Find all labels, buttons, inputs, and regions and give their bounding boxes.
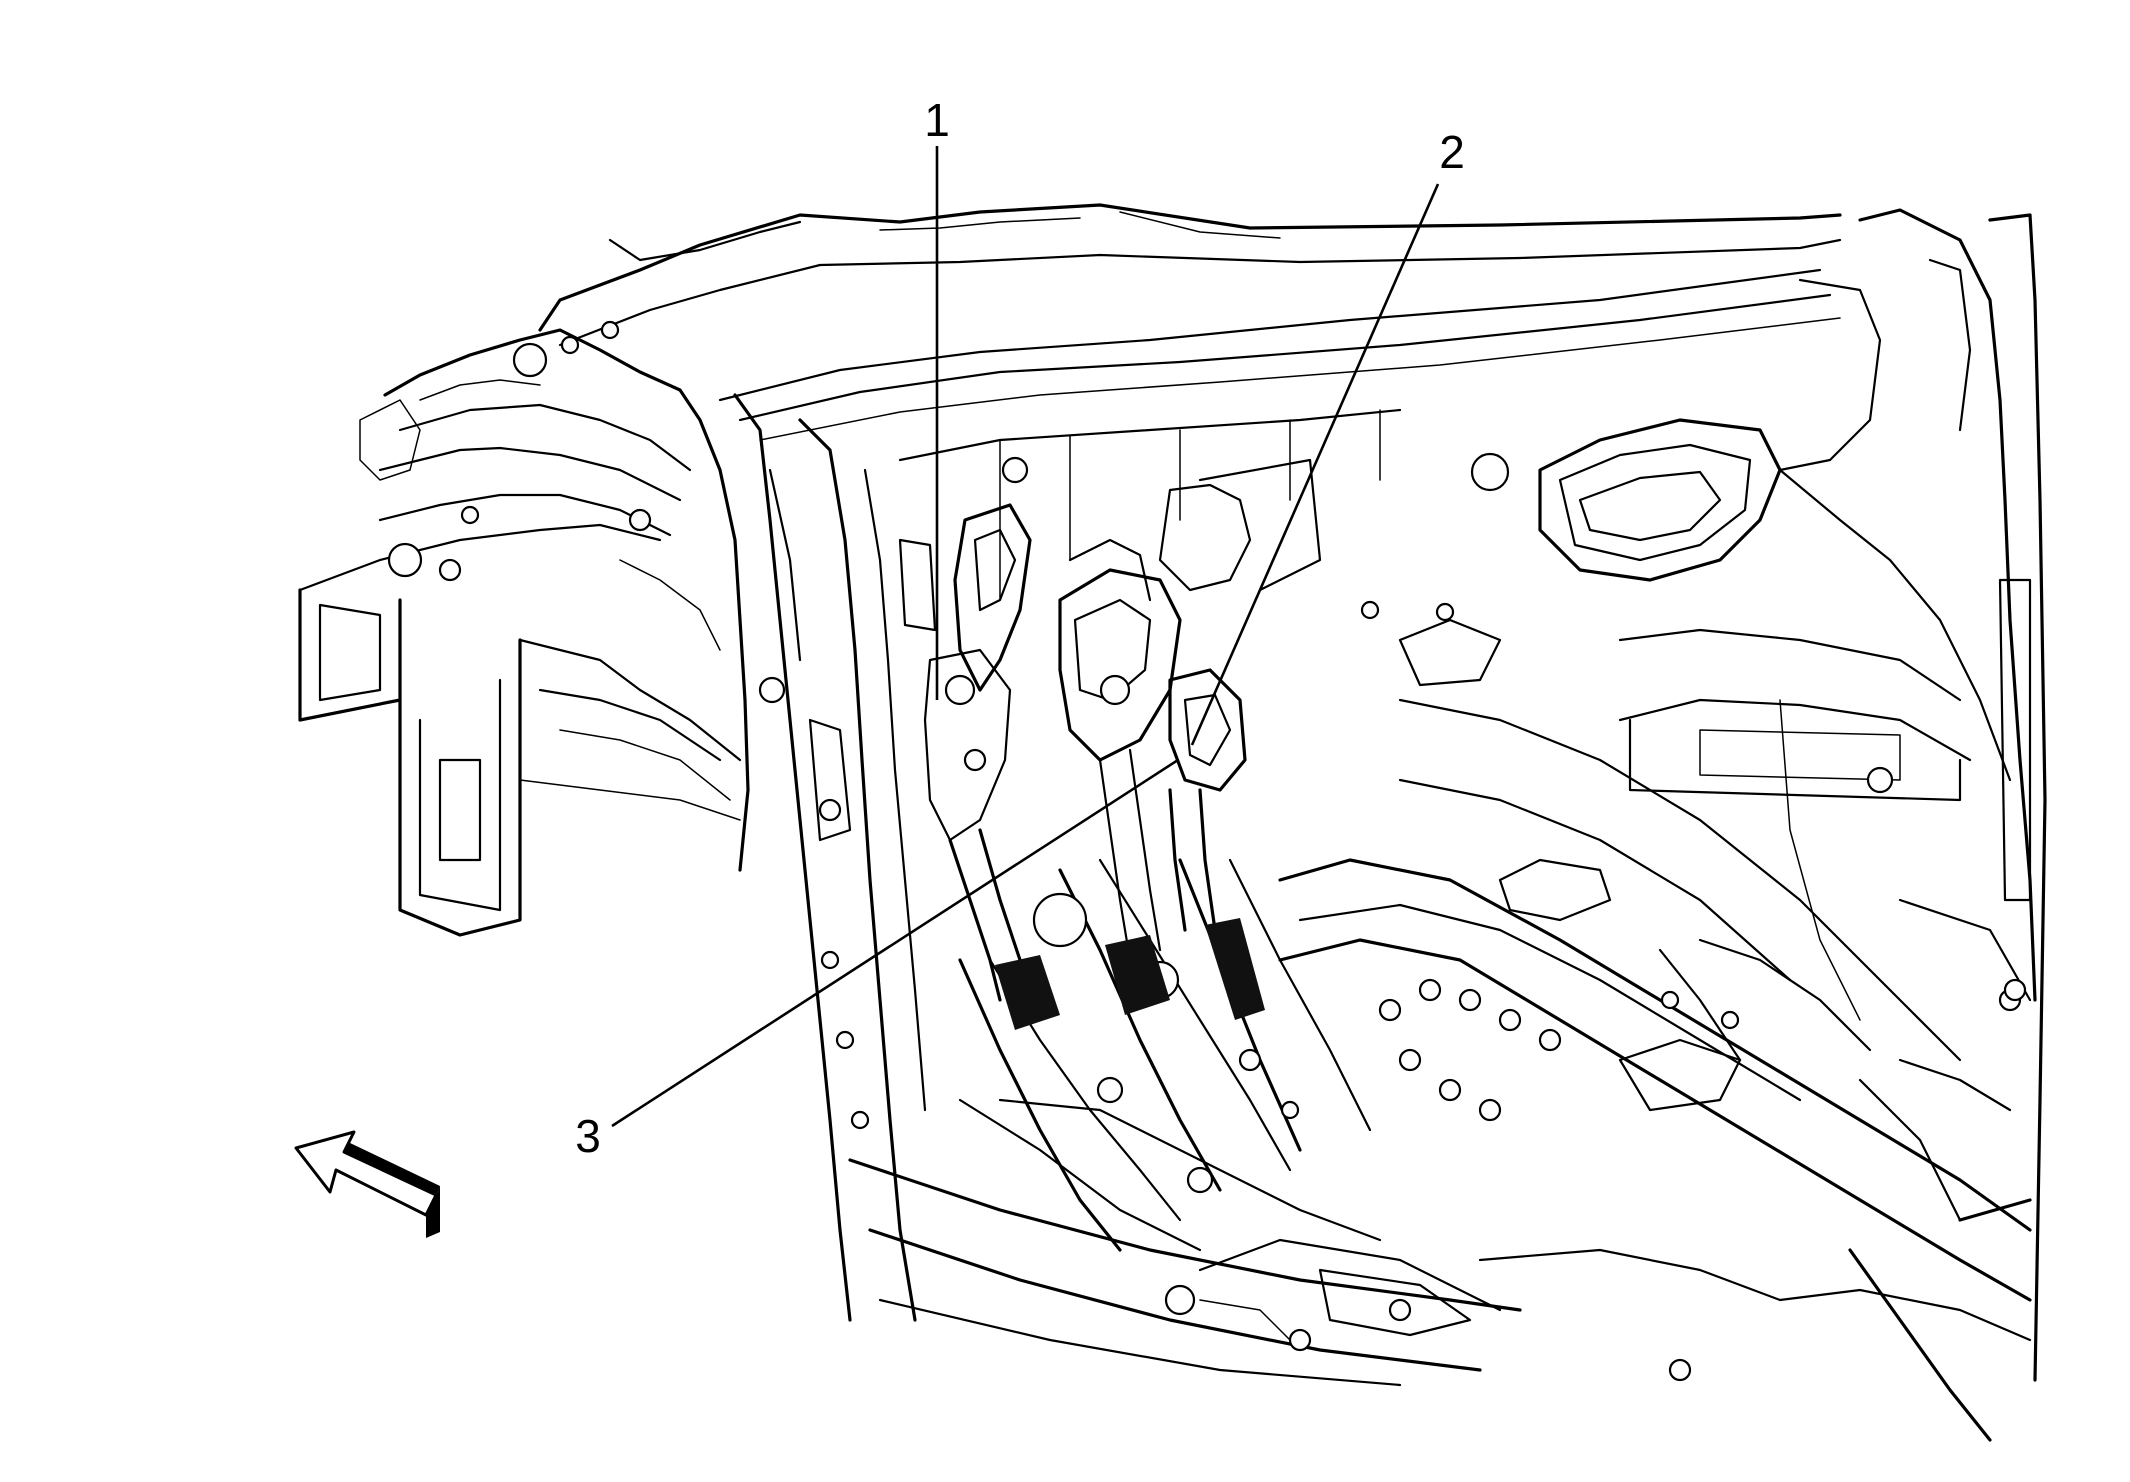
brake-pedal-bracket <box>923 503 1032 1002</box>
left-front-structure <box>298 320 750 937</box>
body-structure-illustration <box>298 203 2047 1442</box>
callout-2-leader <box>1190 183 1440 746</box>
callout-labels: 1 2 3 <box>575 94 1465 1162</box>
accelerator-pedal-pad <box>1205 918 1265 1020</box>
brake-pedal-pad <box>995 955 1060 1030</box>
front-direction-arrow-icon <box>294 1130 440 1238</box>
clutch-pedal-pad <box>1105 935 1170 1015</box>
floor-and-sill <box>848 1098 1782 1387</box>
callout-1-label: 1 <box>924 94 950 146</box>
accelerator-pedal-assembly <box>1168 668 1247 932</box>
right-body-side <box>1858 213 2047 1382</box>
right-floor-structure <box>1278 208 2037 1442</box>
clutch-pedal-bracket <box>1058 538 1182 962</box>
callout-2-label: 2 <box>1439 126 1465 178</box>
pedal-pads <box>995 918 1265 1030</box>
dash-panel <box>898 408 1510 687</box>
callout-leaders <box>611 146 1440 1128</box>
hinge-pillar <box>733 393 937 1322</box>
callout-3-leader <box>611 758 1179 1128</box>
callout-3-label: 3 <box>575 1110 601 1162</box>
cowl-top-panel <box>538 203 1842 441</box>
